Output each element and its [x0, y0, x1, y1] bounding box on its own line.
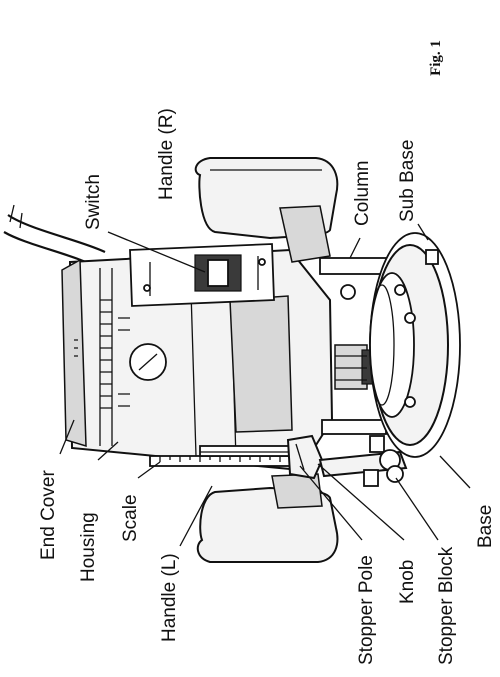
columns — [319, 257, 408, 435]
label-handle-r: Handle (R) — [156, 108, 177, 200]
knob-part — [286, 434, 324, 480]
label-housing: Housing — [78, 512, 99, 582]
label-end-cover: End Cover — [38, 470, 59, 560]
handle-left — [196, 473, 339, 563]
base-ring — [369, 232, 461, 458]
depth-scale — [149, 455, 301, 467]
figure-number: Fig. 1 — [428, 40, 444, 76]
handle-right — [194, 157, 339, 263]
label-column: Column — [352, 161, 373, 226]
stopper-block-part — [318, 435, 408, 487]
label-handle-l: Handle (L) — [159, 553, 180, 642]
collet-area — [334, 344, 377, 390]
label-scale: Scale — [120, 494, 141, 542]
label-base: Base — [475, 505, 496, 548]
label-stopper-pole: Stopper Pole — [356, 555, 377, 665]
switch-panel — [129, 243, 275, 307]
part-labels: Switch Handle (R) Column Sub Base End Co… — [38, 108, 496, 665]
label-knob: Knob — [397, 560, 418, 604]
label-stopper-block: Stopper Block — [436, 546, 457, 665]
leader-lines — [59, 223, 471, 547]
label-sub-base: Sub Base — [397, 140, 418, 222]
label-switch: Switch — [83, 174, 104, 230]
